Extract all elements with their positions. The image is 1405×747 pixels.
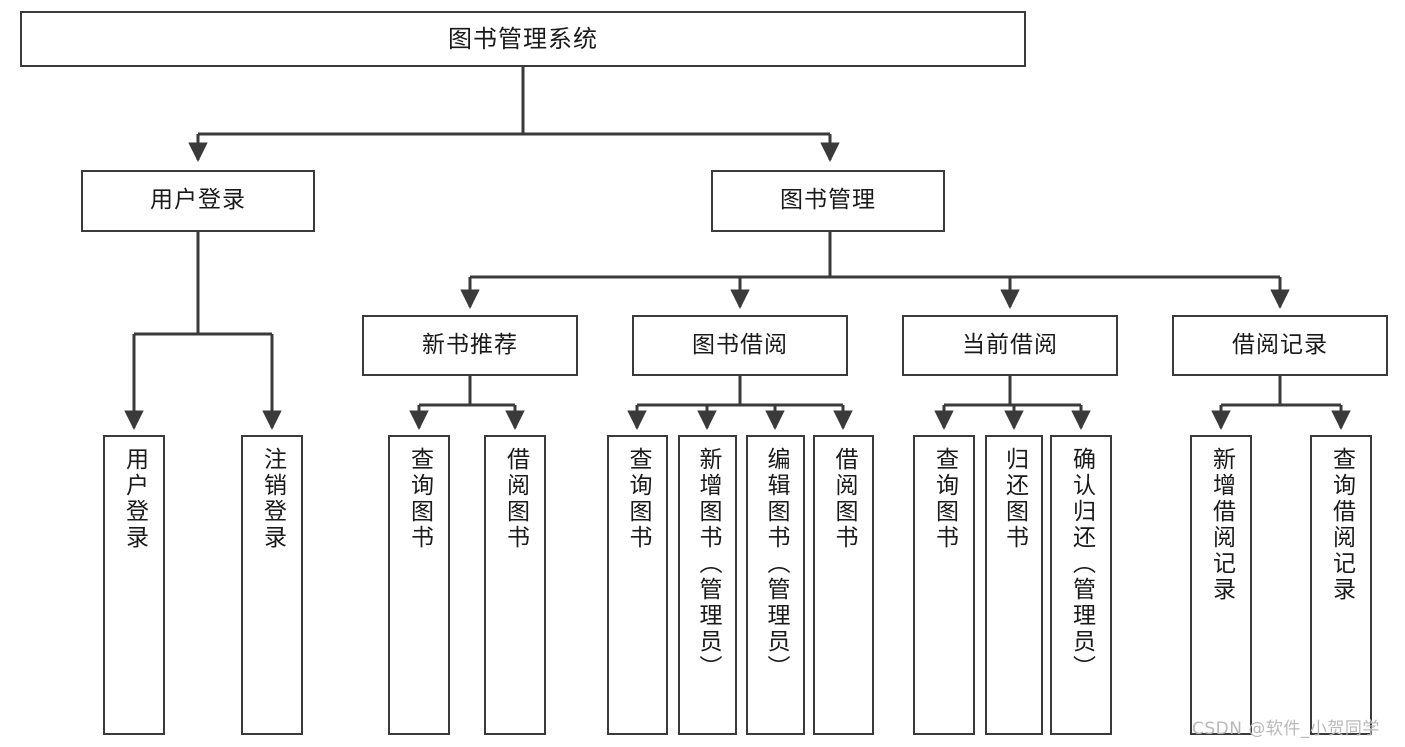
node-label: 确认归还（管理员）: [1068, 447, 1095, 681]
node-label: 编辑图书（管理员）: [763, 447, 789, 681]
node-label: 查询图书: [625, 447, 651, 551]
node-leaf-add-book-admin[interactable]: 新增图书（管理员）: [678, 435, 737, 735]
node-label: 注销登录: [259, 447, 286, 551]
node-label: 归还图书: [1001, 447, 1028, 551]
node-label: 用户登录: [150, 187, 246, 214]
node-label: 图书管理系统: [448, 24, 598, 53]
node-branch-user-login[interactable]: 用户登录: [81, 170, 315, 232]
csdn-watermark: CSDN @软件_小贺同学: [1192, 719, 1380, 739]
node-label: 新增图书（管理员）: [695, 447, 721, 681]
node-leaf-logout[interactable]: 注销登录: [241, 435, 303, 735]
node-subbranch-current-borrow[interactable]: 当前借阅: [902, 315, 1118, 376]
node-label: 当前借阅: [962, 331, 1058, 358]
node-leaf-query-book-recommend[interactable]: 查询图书: [388, 435, 450, 735]
node-leaf-borrow-book-recommend[interactable]: 借阅图书: [484, 435, 546, 735]
node-leaf-user-login[interactable]: 用户登录: [103, 435, 165, 735]
node-label: 查询借阅记录: [1328, 447, 1355, 603]
node-leaf-query-book-current[interactable]: 查询图书: [913, 435, 975, 735]
node-leaf-query-borrow-record[interactable]: 查询借阅记录: [1310, 435, 1372, 735]
node-leaf-edit-book-admin[interactable]: 编辑图书（管理员）: [746, 435, 805, 735]
node-branch-book-management[interactable]: 图书管理: [711, 170, 945, 232]
node-subbranch-borrow-record[interactable]: 借阅记录: [1172, 315, 1388, 376]
node-subbranch-book-borrow[interactable]: 图书借阅: [632, 315, 848, 376]
node-label: 新增借阅记录: [1208, 447, 1235, 603]
node-label: 查询图书: [931, 447, 958, 551]
node-leaf-borrow-book[interactable]: 借阅图书: [813, 435, 874, 735]
node-label: 图书借阅: [692, 331, 788, 358]
node-label: 查询图书: [406, 447, 433, 551]
node-leaf-confirm-return-admin[interactable]: 确认归还（管理员）: [1050, 435, 1112, 735]
node-root-system[interactable]: 图书管理系统: [20, 11, 1026, 67]
node-leaf-query-book-borrow[interactable]: 查询图书: [607, 435, 668, 735]
node-label: 借阅图书: [831, 447, 857, 551]
node-subbranch-new-book-recommend[interactable]: 新书推荐: [362, 315, 578, 376]
node-label: 新书推荐: [422, 331, 518, 358]
node-label: 图书管理: [780, 187, 876, 214]
node-label: 用户登录: [121, 447, 148, 551]
node-label: 借阅记录: [1232, 331, 1328, 358]
node-label: 借阅图书: [502, 447, 529, 551]
node-leaf-add-borrow-record[interactable]: 新增借阅记录: [1190, 435, 1252, 735]
node-leaf-return-book[interactable]: 归还图书: [985, 435, 1043, 735]
